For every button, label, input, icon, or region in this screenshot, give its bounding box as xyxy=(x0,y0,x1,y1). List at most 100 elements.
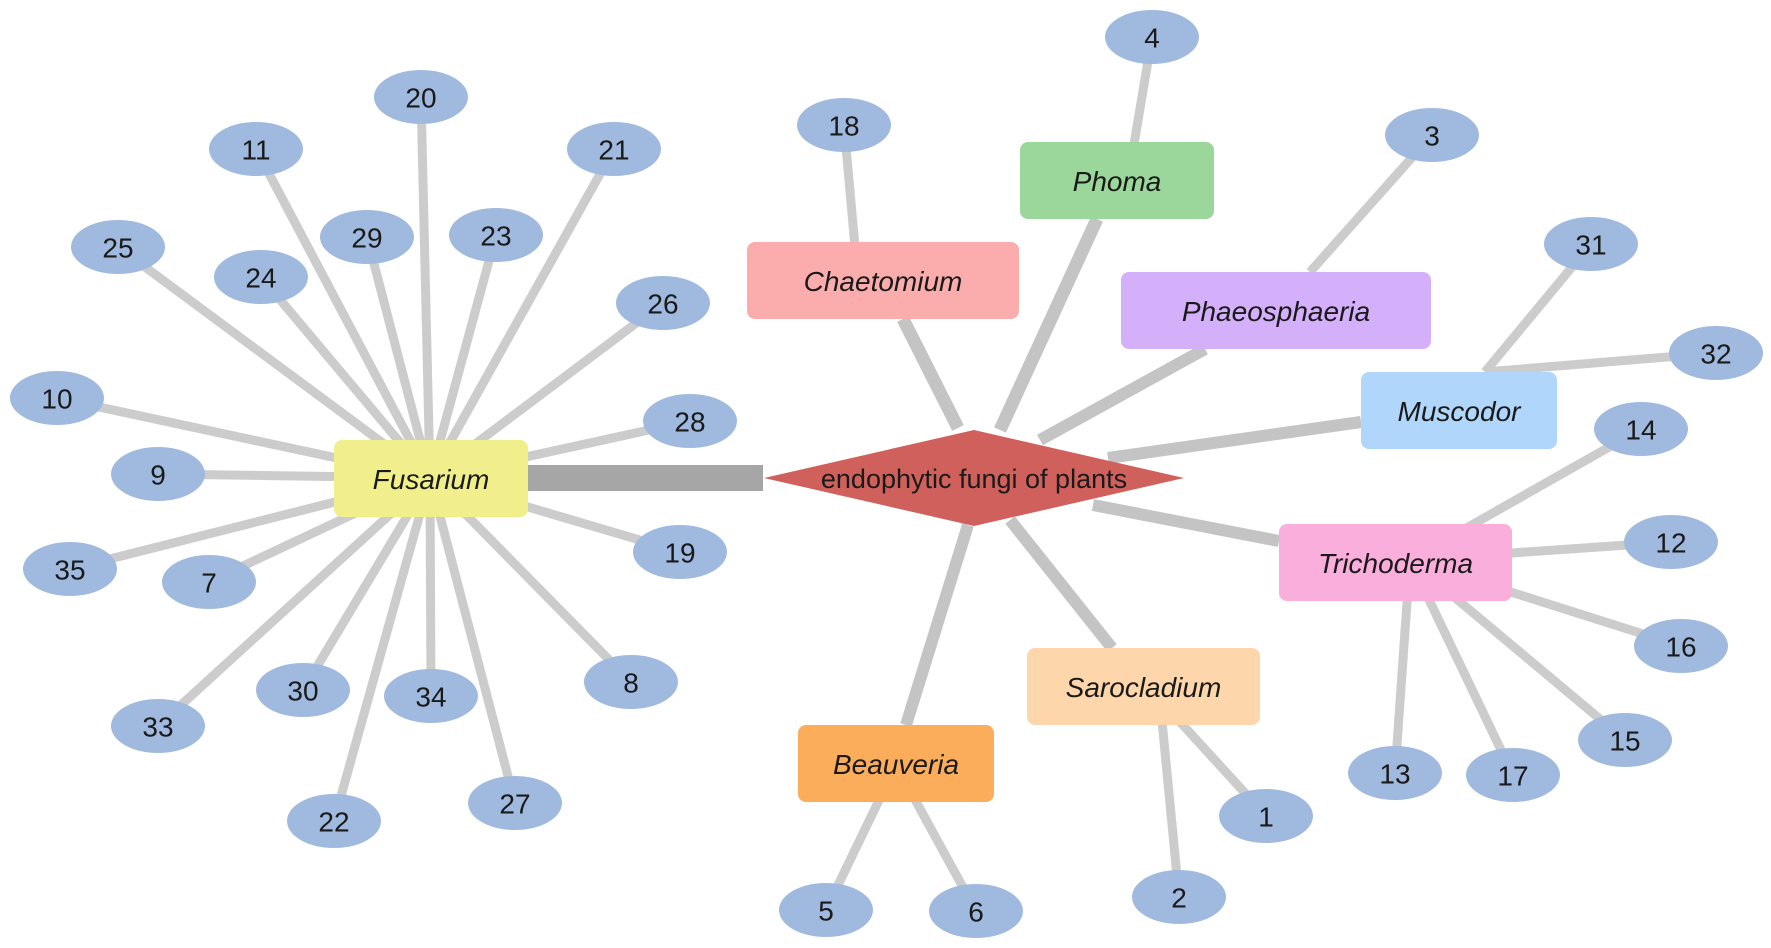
leaf-node-22: 22 xyxy=(287,794,381,848)
leaf-label: 11 xyxy=(241,135,270,166)
leaf-node-26: 26 xyxy=(616,276,710,330)
leaf-node-17: 17 xyxy=(1466,748,1560,802)
leaf-label: 35 xyxy=(54,555,85,586)
leaf-label: 20 xyxy=(405,83,436,114)
leaf-ellipse xyxy=(1669,326,1763,380)
edge-hub-to-sarocladium xyxy=(1005,516,1117,652)
edge-fusarium-to-33 xyxy=(154,474,434,730)
leaf-node-21: 21 xyxy=(567,122,661,176)
leaf-node-31: 31 xyxy=(1544,217,1638,271)
leaf-label: 18 xyxy=(828,111,859,142)
genus-label: Trichoderma xyxy=(1318,548,1473,579)
edge-fusarium-to-21 xyxy=(426,146,618,481)
leaf-ellipse xyxy=(162,555,256,609)
hub-node: endophytic fungi of plants xyxy=(764,430,1184,526)
leaf-ellipse xyxy=(71,220,165,274)
leaf-node-23: 23 xyxy=(449,208,543,262)
leaf-ellipse xyxy=(1544,217,1638,271)
leaf-node-16: 16 xyxy=(1634,619,1728,673)
hub-label: endophytic fungi of plants xyxy=(821,464,1127,494)
leaf-node-20: 20 xyxy=(374,70,468,124)
leaf-label: 15 xyxy=(1609,726,1640,757)
edge-fusarium-to-11 xyxy=(252,146,434,481)
edge-hub-to-phoma xyxy=(994,216,1103,433)
leaf-ellipse xyxy=(384,669,478,723)
leaf-node-8: 8 xyxy=(584,655,678,709)
genus-box xyxy=(1361,372,1557,449)
leaf-label: 33 xyxy=(142,712,173,743)
leaf-node-30: 30 xyxy=(256,663,350,717)
leaf-label: 31 xyxy=(1575,230,1606,261)
genus-label: Phoma xyxy=(1073,166,1162,197)
edge-fusarium-to-27 xyxy=(425,476,520,805)
leaf-ellipse xyxy=(111,447,205,501)
leaf-ellipse xyxy=(1219,789,1313,843)
leaf-label: 34 xyxy=(415,682,446,713)
genus-label: Beauveria xyxy=(833,749,959,780)
leaf-node-1: 1 xyxy=(1219,789,1313,843)
leaf-label: 26 xyxy=(647,289,678,320)
leaf-node-35: 35 xyxy=(23,542,117,596)
leaf-ellipse xyxy=(616,276,710,330)
leaf-node-2: 2 xyxy=(1132,870,1226,924)
genus-node-fusarium: Fusarium xyxy=(334,440,528,517)
leaf-node-28: 28 xyxy=(643,394,737,448)
leaf-node-6: 6 xyxy=(929,884,1023,938)
genus-node-chaetomium: Chaetomium xyxy=(747,242,1019,319)
edge-fusarium-to-20 xyxy=(416,96,435,479)
leaf-node-12: 12 xyxy=(1624,515,1718,569)
leaf-ellipse xyxy=(449,208,543,262)
edge-sarocladium-to-2 xyxy=(1155,699,1184,898)
leaf-ellipse xyxy=(10,371,104,425)
genus-box xyxy=(334,440,528,517)
leaf-ellipse xyxy=(374,70,468,124)
leaf-ellipse xyxy=(111,699,205,753)
leaf-label: 10 xyxy=(41,384,72,415)
genus-box xyxy=(1027,648,1260,725)
leaf-label: 29 xyxy=(351,223,382,254)
genus-node-muscodor: Muscodor xyxy=(1361,372,1557,449)
leaf-ellipse xyxy=(1634,619,1728,673)
genus-box xyxy=(798,725,994,802)
genus-node-trichoderma: Trichoderma xyxy=(1279,524,1512,601)
genus-label: Muscodor xyxy=(1398,396,1523,427)
leaf-ellipse xyxy=(584,655,678,709)
leaf-label: 27 xyxy=(499,789,530,820)
genus-box xyxy=(1020,142,1214,219)
leaf-label: 4 xyxy=(1144,23,1160,54)
leaf-ellipse xyxy=(256,663,350,717)
leaf-node-14: 14 xyxy=(1594,402,1688,456)
leaf-label: 28 xyxy=(674,407,705,438)
genus-label: Phaeosphaeria xyxy=(1182,296,1370,327)
leaf-ellipse xyxy=(287,794,381,848)
genus-label: Chaetomium xyxy=(804,266,963,297)
genus-node-phaeosphaeria: Phaeosphaeria xyxy=(1121,272,1431,349)
leaf-ellipse xyxy=(929,884,1023,938)
leaf-label: 7 xyxy=(201,568,217,599)
leaf-node-27: 27 xyxy=(468,776,562,830)
leaf-node-4: 4 xyxy=(1105,10,1199,64)
leaf-ellipse xyxy=(1132,870,1226,924)
leaf-ellipse xyxy=(468,776,562,830)
leaf-label: 21 xyxy=(598,135,629,166)
leaf-node-34: 34 xyxy=(384,669,478,723)
leaf-label: 8 xyxy=(623,668,639,699)
leaf-node-3: 3 xyxy=(1385,108,1479,162)
leaf-label: 22 xyxy=(318,807,349,838)
leaf-node-5: 5 xyxy=(779,883,873,937)
leaf-node-32: 32 xyxy=(1669,326,1763,380)
leaf-label: 5 xyxy=(818,896,834,927)
genus-box xyxy=(747,242,1019,319)
leaf-ellipse xyxy=(1466,748,1560,802)
leaf-node-19: 19 xyxy=(633,525,727,579)
leaf-label: 13 xyxy=(1379,759,1410,790)
leaf-ellipse xyxy=(779,883,873,937)
edge-hub-to-chaetomium xyxy=(897,316,964,431)
leaf-node-25: 25 xyxy=(71,220,165,274)
leaf-label: 32 xyxy=(1700,339,1731,370)
leaf-ellipse xyxy=(797,98,891,152)
hub-diamond xyxy=(764,430,1184,526)
genus-node-phoma: Phoma xyxy=(1020,142,1214,219)
leaf-node-7: 7 xyxy=(162,555,256,609)
